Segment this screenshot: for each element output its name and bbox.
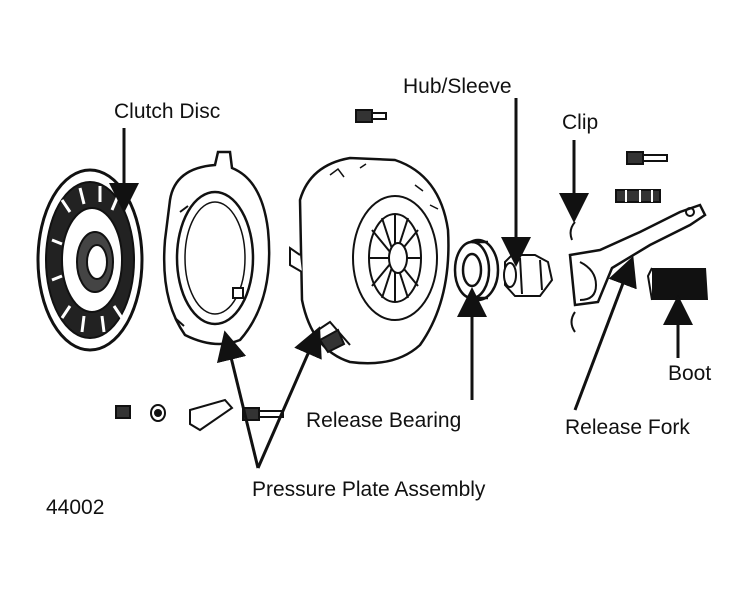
label-release-fork: Release Fork (565, 416, 690, 439)
release-fork (568, 203, 707, 307)
release-bearing (453, 238, 500, 302)
label-release-bearing: Release Bearing (306, 409, 462, 432)
label-hub-sleeve: Hub/Sleeve (403, 75, 512, 98)
leader-arrows (109, 98, 693, 469)
clutch-disc (36, 168, 144, 352)
cover-bolt (355, 109, 387, 123)
fork-bolt (626, 151, 668, 165)
hardware-parts (115, 398, 284, 432)
label-clip: Clip (562, 111, 599, 134)
label-clutch-disc: Clutch Disc (114, 100, 221, 123)
label-boot: Boot (668, 362, 712, 385)
clip (569, 221, 576, 333)
boot (646, 267, 708, 301)
pressure-plate-ring (162, 150, 271, 346)
label-pressure-plate-assembly: Pressure Plate Assembly (252, 478, 486, 501)
hub-sleeve (503, 254, 554, 297)
figure-number: 44002 (46, 496, 105, 519)
pressure-plate-body (289, 156, 450, 365)
return-spring (615, 189, 661, 203)
